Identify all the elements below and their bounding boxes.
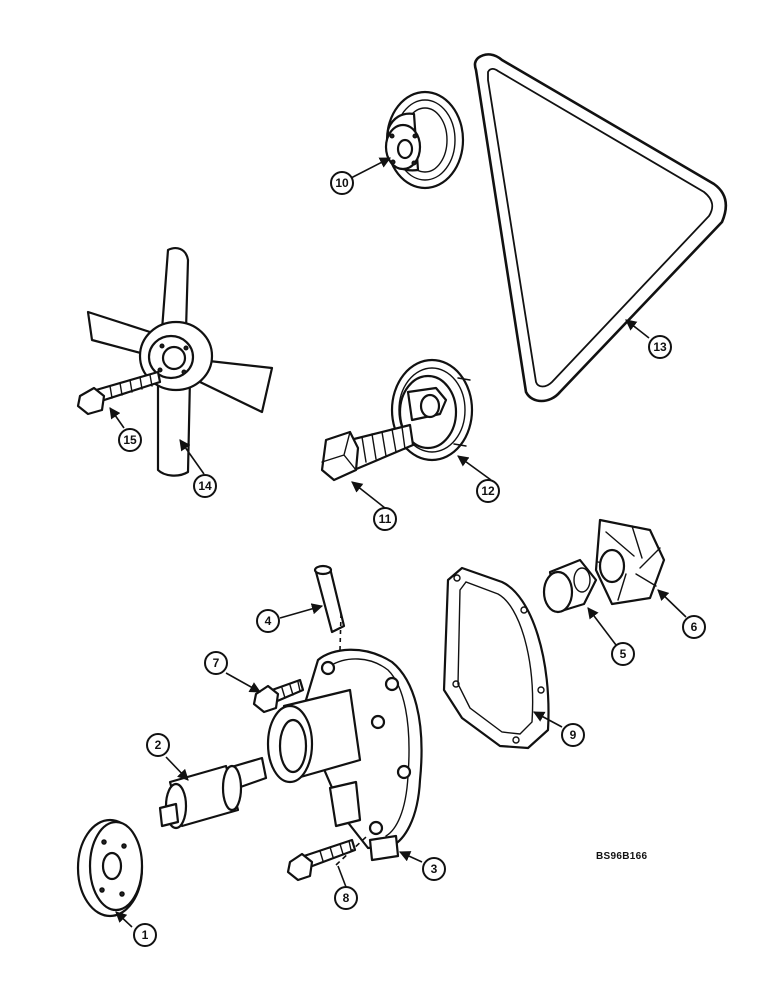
callout-1: 1 [133,923,157,947]
callout-12: 12 [476,479,500,503]
drive-belt [473,53,728,403]
svg-text:3: 3 [431,862,438,876]
svg-text:9: 9 [570,728,577,742]
impeller [594,518,666,606]
svg-text:7: 7 [213,656,220,670]
callout-13: 13 [648,335,672,359]
svg-text:10: 10 [335,176,349,190]
callout-14: 14 [193,474,217,498]
svg-text:12: 12 [481,484,495,498]
pump-shaft-bearing [158,756,268,830]
callout-5: 5 [611,642,635,666]
pump-gasket [442,566,550,750]
dowel-pin [313,564,346,634]
svg-text:13: 13 [653,340,667,354]
pulley-bolt [320,423,415,482]
svg-text:2: 2 [155,738,162,752]
callout-7: 7 [204,651,228,675]
water-pump-body [266,648,423,862]
cooling-fan [86,247,274,477]
hub-flange [76,818,144,918]
svg-text:14: 14 [198,479,212,493]
callout-4: 4 [256,609,280,633]
svg-text:4: 4 [265,614,272,628]
svg-text:8: 8 [343,891,350,905]
svg-text:1: 1 [142,928,149,942]
callout-11: 11 [373,507,397,531]
callout-8: 8 [334,886,358,910]
figure-reference-code: BS96B166 [596,851,648,862]
callout-6: 6 [682,615,706,639]
callout-9: 9 [561,723,585,747]
fan-bolt [76,370,162,416]
long-bolt [286,838,357,882]
pump-seal [542,558,598,614]
svg-text:11: 11 [379,512,392,526]
callout-3: 3 [422,857,446,881]
callout-2: 2 [146,733,170,757]
svg-text:6: 6 [691,620,698,634]
callout-15: 15 [118,428,142,452]
leader-lines [109,157,687,928]
callout-10: 10 [330,171,354,195]
svg-text:15: 15 [123,433,137,447]
svg-text:5: 5 [620,647,627,661]
crankshaft-pulley [384,90,465,190]
